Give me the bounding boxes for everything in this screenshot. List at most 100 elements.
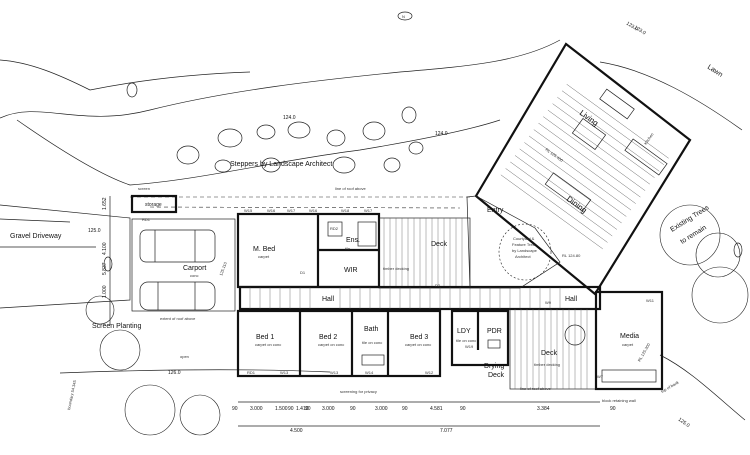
north-arrow: N [103, 11, 743, 272]
dining-label: Dining [565, 194, 589, 215]
svg-text:W17: W17 [287, 208, 296, 213]
media-label: Media [620, 333, 639, 340]
car-top [139, 229, 216, 263]
entry-label: Entry [487, 207, 504, 214]
svg-text:W18: W18 [341, 208, 350, 213]
bed2-label: Bed 2 [319, 334, 337, 341]
contour-label-124b: 124.0 [435, 131, 448, 137]
carport-finish: conc [190, 273, 198, 278]
storage-label: storage [145, 202, 162, 208]
retaining-wall-label: block retaining wall [602, 398, 636, 403]
entry-connector [466, 195, 561, 289]
dim-top-right: 123.0 [625, 21, 639, 33]
svg-text:W17: W17 [364, 208, 373, 213]
svg-text:RD2: RD2 [330, 226, 339, 231]
bed1-finish: carpet on conc [255, 342, 281, 347]
dimension-label: 90 [232, 406, 238, 412]
svg-text:W16: W16 [267, 208, 276, 213]
timber-decking-top: timber decking [383, 266, 409, 271]
line-roof-label: line of roof above [335, 186, 366, 191]
dimension-label: 4.581 [430, 406, 443, 412]
entry-deck [378, 217, 471, 289]
dimension-label: 4.500 [290, 428, 303, 434]
car-bottom [139, 281, 216, 311]
living-wing [474, 42, 692, 296]
storage-outline [130, 194, 178, 214]
svg-text:W16: W16 [309, 208, 318, 213]
carport-label: Carport [183, 265, 206, 272]
site-contours [0, 39, 746, 421]
contour-label-125: 125.0 [88, 228, 101, 234]
dimension-label: 3.000 [250, 406, 263, 412]
svg-text:W7: W7 [597, 374, 604, 379]
dimension-label: 1.500 [275, 406, 288, 412]
contour-label-123: 123.0 [633, 25, 647, 37]
dimension-label: 90 [610, 406, 616, 412]
svg-text:W13: W13 [330, 370, 339, 375]
svg-text:W19: W19 [465, 344, 474, 349]
line-roof-over-label: line of roof above [520, 386, 551, 391]
dimension-label: 1.000 [102, 285, 108, 298]
drying-deck-label: Drying [484, 363, 504, 370]
hall-strip [238, 285, 602, 311]
svg-text:N: N [402, 14, 405, 19]
open-label: open [180, 354, 189, 359]
m-bed-label: M. Bed [253, 246, 275, 253]
drying-deck-label-2: Deck [488, 372, 504, 379]
deck-lower-label: Deck [541, 350, 557, 357]
gravel-driveway-area [0, 204, 131, 309]
ens-label: Ens. [346, 237, 360, 244]
ldy-label: LDY [457, 328, 471, 335]
media-finish: carpet [622, 342, 634, 347]
dimension-label: 1.410 [296, 406, 309, 412]
dimension-label: 3.000 [322, 406, 335, 412]
bed3-finish: carpet on conc [405, 342, 431, 347]
privacy-screen-label: screening for privacy [340, 389, 377, 394]
bath-label: Bath [364, 326, 379, 333]
svg-text:Architect: Architect [515, 254, 531, 259]
boundary-label: boundary 54.345 [66, 379, 77, 410]
dimension-lines [109, 196, 600, 427]
screen-label: screen [138, 186, 150, 191]
ldy-finish: tile on conc [456, 338, 476, 343]
bed2-finish: carpet on conc [318, 342, 344, 347]
courtyard-tree [498, 223, 552, 281]
bed3-label: Bed 3 [410, 334, 428, 341]
existing-trees-label-2: to remain [679, 224, 708, 245]
wir-label: WIR [344, 267, 358, 274]
deck-top-label: Deck [431, 241, 447, 248]
gravel-driveway-label: Gravel Driveway [10, 233, 62, 240]
living-label: Living [578, 108, 600, 128]
ens-finish: tile [345, 246, 351, 251]
bath-finish: tile on conc [362, 340, 382, 345]
svg-text:W12: W12 [425, 370, 434, 375]
dimension-label: 7.077 [440, 428, 453, 434]
svg-text:RD1: RD1 [142, 217, 151, 222]
contour-label-126: 126.0 [168, 370, 181, 376]
hall-right-label: Hall [565, 296, 578, 303]
dimension-label: 90 [288, 406, 294, 412]
dimension-label: 5.837 [102, 262, 108, 275]
dimension-row-2: 4.500 7.077 [290, 428, 453, 434]
extent-roof-label: extent of roof above [160, 316, 196, 321]
living-level: RL 125.400 [544, 147, 564, 164]
svg-text:D1: D1 [300, 270, 306, 275]
svg-text:by Landscape: by Landscape [512, 248, 538, 253]
steppers-note: Steppers by Landscape Architect [230, 161, 332, 168]
carport-outline [131, 218, 236, 312]
courtyard-label: Courtyard & [513, 236, 535, 241]
dimension-label: 90 [350, 406, 356, 412]
svg-text:W11: W11 [646, 298, 655, 303]
media-level: RL 125.300 [637, 342, 652, 363]
m-bed-finish: carpet [258, 254, 270, 259]
carport-level: 125.110 [218, 261, 228, 277]
hall-left-label: Hall [322, 296, 335, 303]
svg-text:W9: W9 [545, 300, 552, 305]
screen-planting-label: Screen Planting [92, 323, 142, 330]
existing-trees [85, 204, 749, 436]
dimension-label: 1.652 [102, 197, 108, 210]
svg-text:W13: W13 [280, 370, 289, 375]
